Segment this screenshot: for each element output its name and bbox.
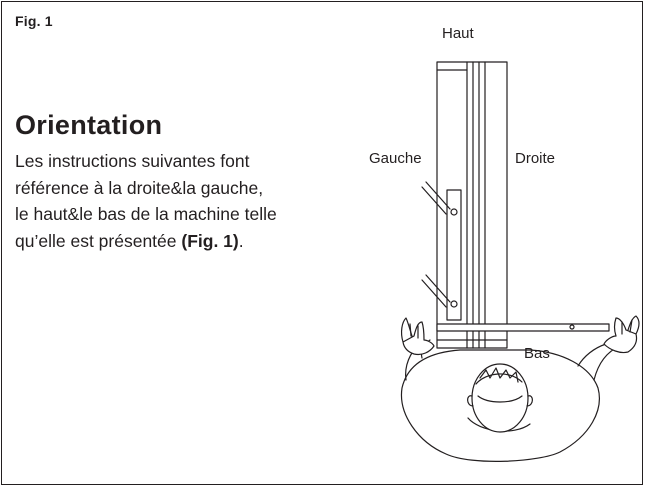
- paragraph-line: qu’elle est présentée: [15, 230, 182, 251]
- label-left: Gauche: [369, 150, 422, 167]
- paragraph-line: Les instructions suivantes font: [15, 151, 250, 171]
- operator-figure: [400, 339, 621, 462]
- paragraph-end: .: [238, 230, 244, 251]
- paragraph-line: le haut&le bas de la machine telle: [15, 204, 277, 224]
- bottom-crossbar: [436, 323, 610, 332]
- label-bottom: Bas: [524, 345, 550, 362]
- figure-label: Fig. 1: [15, 13, 53, 29]
- section-paragraph: Les instructions suivantes font référenc…: [15, 148, 355, 254]
- machine-orientation-illustration: [400, 61, 640, 462]
- paragraph-line: référence à la droite&la gauche,: [15, 177, 264, 198]
- section-title: Orientation: [15, 110, 163, 140]
- figure-reference: (Fig. 1): [181, 230, 239, 251]
- paragraph-line-last: qu’elle est présentée (Fig. 1).: [15, 228, 355, 255]
- left-hand: [400, 317, 435, 356]
- label-top: Haut: [442, 25, 474, 42]
- left-guide: [421, 181, 462, 321]
- label-right: Droite: [515, 150, 556, 167]
- right-hand: [603, 315, 640, 354]
